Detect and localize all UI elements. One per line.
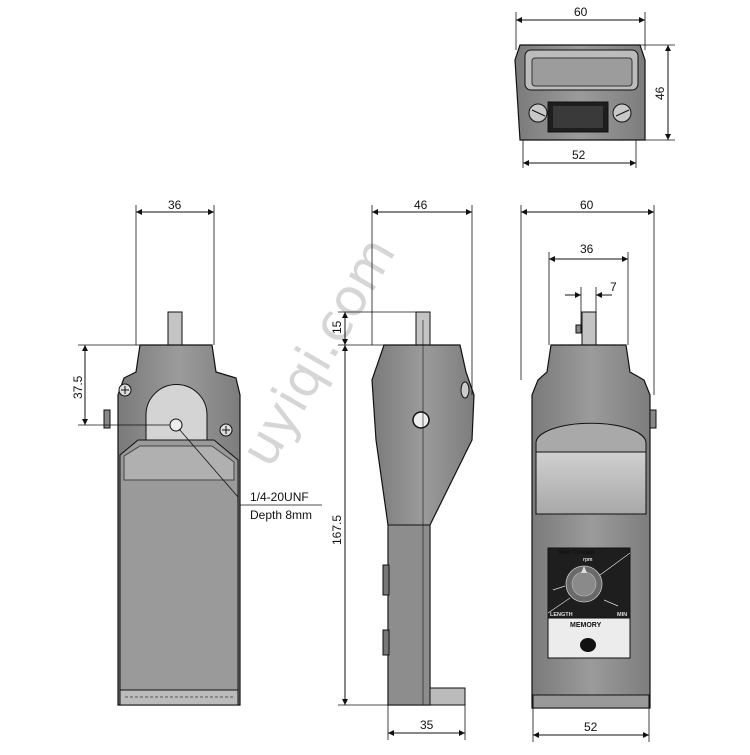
side-view: 46 15 167.5 35: [330, 198, 475, 740]
dim-left-width: 36: [168, 198, 182, 212]
dial-label-min: MIN: [617, 612, 627, 618]
dial-label-length: LENGTH: [550, 612, 573, 618]
dim-top-bottom-width: 52: [572, 148, 586, 162]
dim-left-height: 37.5: [71, 375, 85, 399]
dim-front-sensor-spacing: 36: [580, 242, 594, 256]
dial-label-rpm: rpm: [583, 557, 593, 563]
thread-spec-label: 1/4-20UNF: [250, 490, 309, 504]
dim-side-width: 46: [414, 198, 428, 212]
dim-front-base-width: 52: [584, 720, 598, 734]
dim-top-height: 46: [653, 86, 667, 100]
dim-side-length: 167.5: [330, 515, 344, 545]
dim-side-base: 35: [420, 718, 434, 732]
dim-top-width: 60: [574, 5, 588, 19]
dial-label-non-contact: Non Contact: [559, 550, 595, 556]
left-view: 36 37.5 1/4-20UNF Depth 8mm: [71, 198, 322, 706]
dim-front-shaft-offset: 7: [610, 280, 617, 294]
memory-button: [580, 638, 596, 652]
top-view: 60 46 52: [514, 5, 675, 168]
dim-side-shaft: 15: [330, 320, 344, 334]
memory-label: MEMORY: [570, 622, 602, 629]
thread-depth-label: Depth 8mm: [250, 508, 312, 522]
dim-front-width: 60: [580, 198, 594, 212]
front-view: Non Contact rpm LENGTH MIN MEMORY 60 36 …: [520, 198, 657, 742]
